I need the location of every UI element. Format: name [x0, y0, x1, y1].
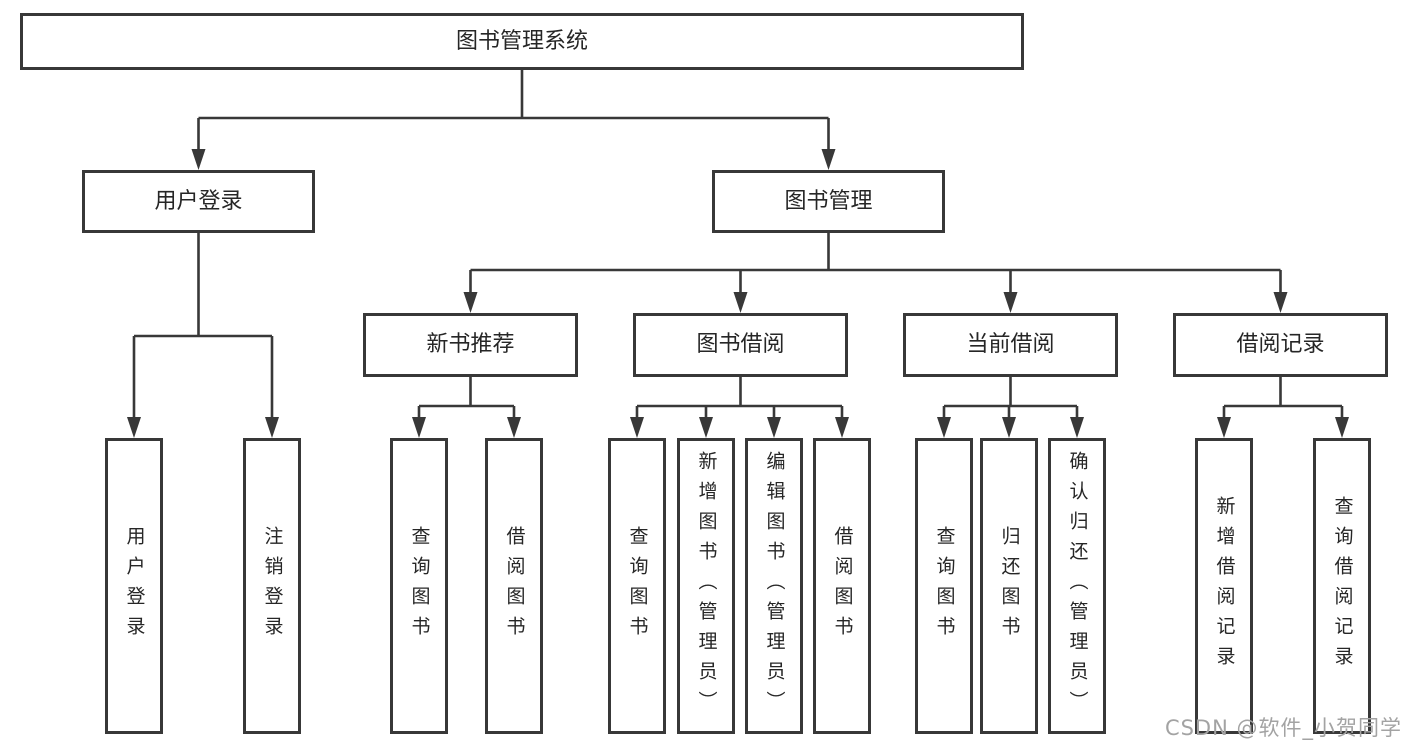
- node-book-management: 图书管理: [712, 170, 945, 233]
- leaf-borrow-book: 借阅图书: [813, 438, 871, 734]
- leaf-logout: 注销登录: [243, 438, 301, 734]
- leaf-return-book: 归还图书: [980, 438, 1038, 734]
- node-borrow-records: 借阅记录: [1173, 313, 1388, 377]
- leaf-query-book-recommend: 查询图书: [390, 438, 448, 734]
- node-new-book-recommend: 新书推荐: [363, 313, 578, 377]
- leaf-user-login: 用户登录: [105, 438, 163, 734]
- leaf-query-book-borrow: 查询图书: [608, 438, 666, 734]
- leaf-borrow-book-recommend: 借阅图书: [485, 438, 543, 734]
- node-root: 图书管理系统: [20, 13, 1024, 70]
- node-book-borrow: 图书借阅: [633, 313, 848, 377]
- leaf-add-book-admin: 新增图书（管理员）: [677, 438, 735, 734]
- leaf-query-book-current: 查询图书: [915, 438, 973, 734]
- leaf-query-borrow-record: 查询借阅记录: [1313, 438, 1371, 734]
- watermark: CSDN @软件_小贺同学: [1164, 716, 1402, 740]
- node-user-login: 用户登录: [82, 170, 315, 233]
- leaf-edit-book-admin: 编辑图书（管理员）: [745, 438, 803, 734]
- node-current-borrow: 当前借阅: [903, 313, 1118, 377]
- leaf-add-borrow-record: 新增借阅记录: [1195, 438, 1253, 734]
- leaf-confirm-return-admin: 确认归还（管理员）: [1048, 438, 1106, 734]
